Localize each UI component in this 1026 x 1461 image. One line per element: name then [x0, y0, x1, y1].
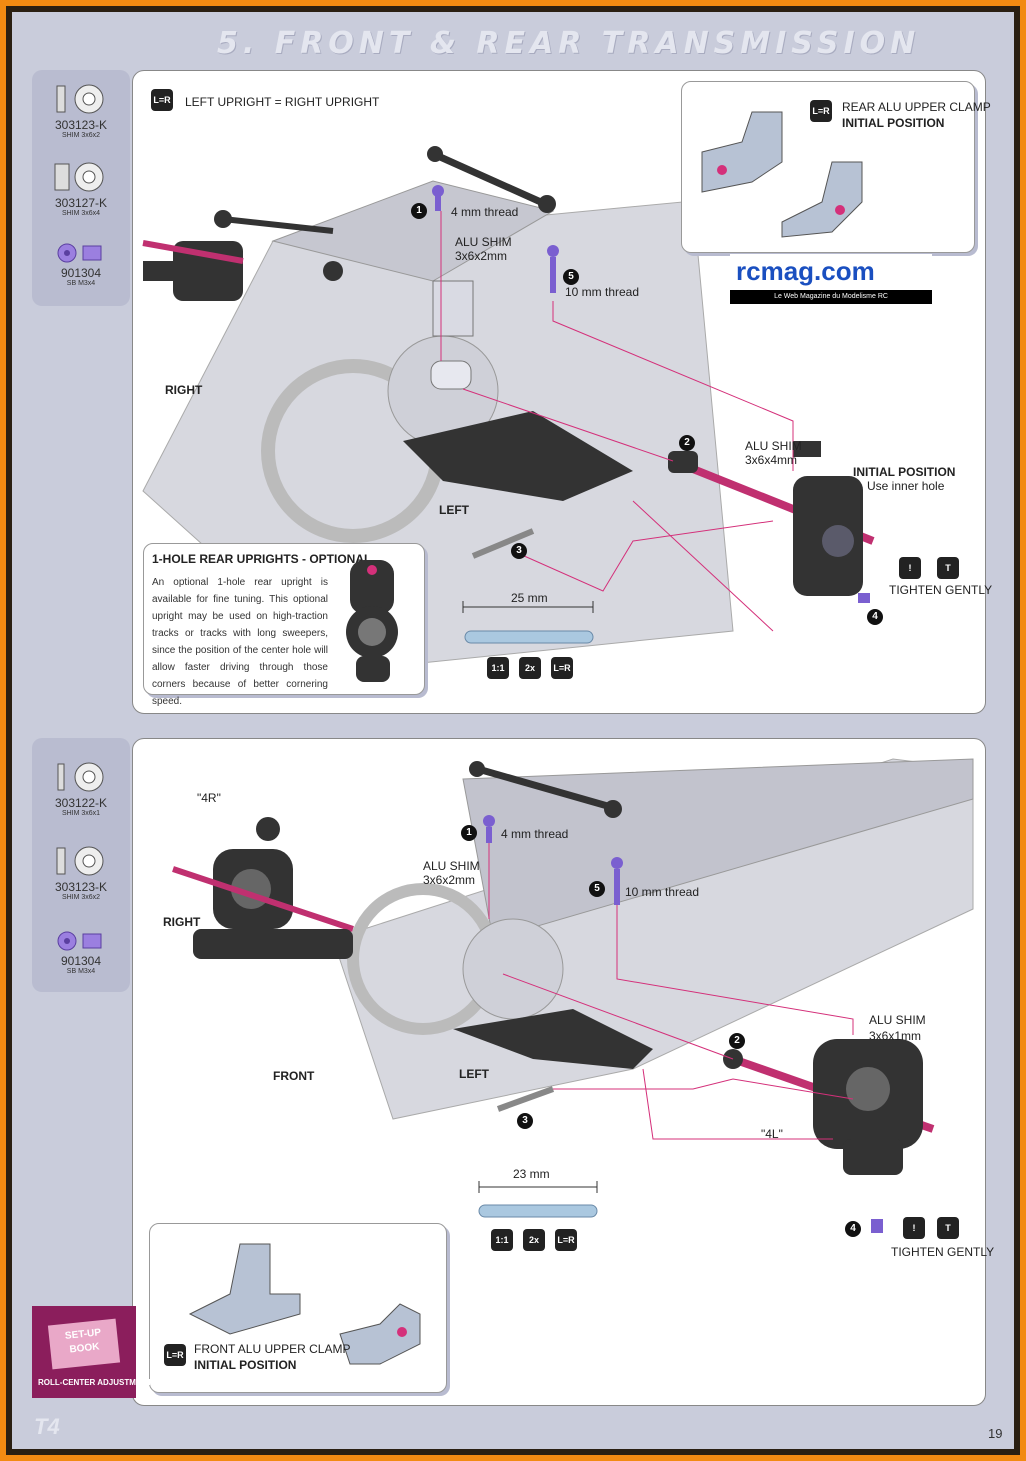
shim2-label: ALU SHIM: [869, 1013, 926, 1027]
shim1-size: 3x6x2mm: [423, 873, 476, 887]
label-4l: "4L": [761, 1127, 783, 1141]
setup-book-caption: ROLL-CENTER ADJUSTMENT: [38, 1378, 152, 1387]
parts-sidebar-top: 303123-K SHIM 3x6x2 303127-K SHIM 3x6x4 …: [32, 70, 130, 306]
right-label: RIGHT: [163, 915, 201, 929]
shim2-size: 3x6x1mm: [869, 1029, 922, 1043]
manual-page: 5. FRONT & REAR TRANSMISSION 303123-K SH…: [12, 12, 1014, 1449]
step-number: 2: [679, 435, 695, 451]
clamp-inset: L=R REAR ALU UPPER CLAMP INITIAL POSITIO…: [681, 81, 991, 253]
step1-label: 4 mm thread: [451, 205, 519, 219]
watermark-logo: rcmag.com Le Web Magazine du Modelisme R…: [730, 254, 932, 304]
clamp-drawing: [701, 111, 863, 238]
shim-icon: [56, 84, 104, 114]
lr-badge-icon: L=R: [551, 657, 573, 679]
optional-title: 1-HOLE REAR UPRIGHTS - OPTIONAL: [152, 552, 372, 566]
footer-logo: T4: [34, 1414, 60, 1439]
part-item: 303123-K SHIM 3x6x2: [32, 82, 130, 139]
step-number: 5: [563, 269, 579, 285]
step-number: 1: [461, 825, 477, 841]
upright-drawing: [346, 560, 398, 682]
step-number: 2: [729, 1033, 745, 1049]
left-label: LEFT: [459, 1067, 489, 1081]
shim2-label: ALU SHIM: [745, 439, 802, 453]
lr-badge-icon: L=R: [810, 100, 832, 122]
setup-book-title: SET-UP BOOK: [47, 1318, 121, 1370]
lr-badge-icon: L=R: [555, 1229, 577, 1251]
scale-badge: 1:1: [487, 657, 509, 679]
clamp-drawing: [188, 1243, 421, 1365]
label-4r: "4R": [197, 791, 221, 805]
initial-position-label: INITIAL POSITION: [853, 465, 956, 479]
optional-text: An optional 1-hole rear upright is avail…: [152, 577, 328, 707]
quantity-badge: 2x: [523, 1229, 545, 1251]
screwdriver-icon: T: [937, 557, 959, 579]
parts-sidebar-bottom: 303122-K SHIM 3x6x1 303123-K SHIM 3x6x2 …: [32, 738, 130, 992]
front-label: FRONT: [273, 1069, 315, 1083]
setup-book-badge: SET-UP BOOK ROLL-CENTER ADJUSTMENT: [32, 1306, 152, 1398]
lr-badge-icon: L=R: [164, 1344, 186, 1366]
step5-label: 10 mm thread: [565, 285, 640, 299]
step-number: 4: [867, 609, 883, 625]
step1-label: 4 mm thread: [501, 827, 569, 841]
clamp-inset: L=R FRONT ALU UPPER CLAMP INITIAL POSITI…: [149, 1223, 447, 1393]
screw-icon: [57, 243, 102, 263]
screw-icon: [57, 931, 102, 951]
shim2-size: 3x6x4mm: [745, 453, 798, 467]
page-number: 19: [988, 1426, 1003, 1441]
front-transmission-panel: "4R" 1 4 mm thread ALU SHIM 3x6x2mm 5 10…: [132, 738, 994, 1406]
left-label: LEFT: [439, 503, 469, 517]
warning-icon: !: [899, 557, 921, 579]
part-item: 303123-K SHIM 3x6x2: [32, 844, 130, 901]
quantity-badge: 2x: [519, 657, 541, 679]
shim1-size: 3x6x2mm: [455, 249, 508, 263]
part-item: 303127-K SHIM 3x6x4: [32, 160, 130, 217]
front-assembly-drawing: [172, 758, 974, 1233]
scale-badge: 1:1: [491, 1229, 513, 1251]
right-label: RIGHT: [165, 383, 203, 397]
tighten-label: TIGHTEN GENTLY: [891, 1245, 995, 1259]
clamp-title: FRONT ALU UPPER CLAMP: [194, 1342, 351, 1356]
page-title: 5. FRONT & REAR TRANSMISSION: [217, 26, 921, 61]
shim-icon: [56, 846, 104, 876]
shim-icon: [57, 762, 104, 792]
upright-note: LEFT UPRIGHT = RIGHT UPRIGHT: [185, 95, 380, 109]
rear-transmission-panel: L=R REAR ALU UPPER CLAMP INITIAL POSITIO…: [132, 70, 992, 714]
step5-label: 10 mm thread: [625, 885, 700, 899]
inner-hole-label: Use inner hole: [867, 479, 945, 493]
pin-length: 23 mm: [513, 1167, 550, 1181]
warning-icon: !: [903, 1217, 925, 1239]
shim1-label: ALU SHIM: [455, 235, 512, 249]
part-item: 303122-K SHIM 3x6x1: [32, 760, 130, 817]
screwdriver-icon: T: [937, 1217, 959, 1239]
step-number: 3: [517, 1113, 533, 1129]
shim-icon: [54, 162, 104, 192]
part-item: 901304 SB M3x4: [32, 930, 130, 975]
lr-badge-icon: L=R: [151, 89, 173, 111]
pin-length: 25 mm: [511, 591, 548, 605]
step-number: 5: [589, 881, 605, 897]
shim1-label: ALU SHIM: [423, 859, 480, 873]
optional-upright-box: 1-HOLE REAR UPRIGHTS - OPTIONAL An optio…: [143, 543, 425, 707]
step-number: 4: [845, 1221, 861, 1237]
step-number: 3: [511, 543, 527, 559]
step-number: 1: [411, 203, 427, 219]
clamp-subtitle: INITIAL POSITION: [194, 1358, 297, 1372]
part-item: 901304 SB M3x4: [32, 242, 130, 287]
tighten-label: TIGHTEN GENTLY: [889, 583, 993, 597]
clamp-subtitle: INITIAL POSITION: [842, 116, 945, 130]
clamp-title: REAR ALU UPPER CLAMP: [842, 100, 991, 114]
